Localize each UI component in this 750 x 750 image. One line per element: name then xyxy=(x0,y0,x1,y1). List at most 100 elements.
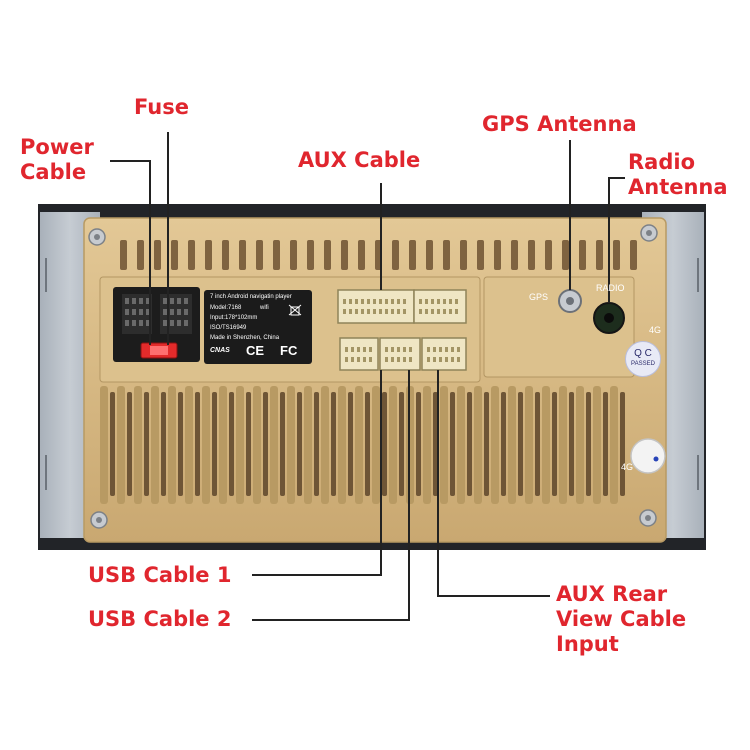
vent-slot xyxy=(620,392,625,496)
radio-port-label: RADIO xyxy=(596,283,625,293)
connector-pin xyxy=(391,357,394,362)
vent-slot xyxy=(586,392,591,496)
fuse xyxy=(140,342,178,359)
vent-slot xyxy=(358,240,365,270)
vent-rib xyxy=(474,386,482,504)
connector-pin xyxy=(125,309,129,315)
bottom-vent-slots xyxy=(100,386,625,504)
connector-pin xyxy=(373,309,376,314)
vent-slot xyxy=(229,392,234,496)
antenna-panel xyxy=(483,276,635,378)
connector-pin xyxy=(349,299,352,304)
power-cable-label: Power Cable xyxy=(20,135,94,184)
aux-rear-view-label: AUX Rear View Cable Input xyxy=(556,582,687,656)
connector-pin xyxy=(345,347,348,352)
connector-pin xyxy=(439,357,442,362)
vent-rib xyxy=(491,386,499,504)
connector-pin xyxy=(437,299,440,304)
vent-slot xyxy=(433,392,438,496)
connector-pin xyxy=(449,309,452,314)
vent-rib xyxy=(559,386,567,504)
connector-pin xyxy=(443,299,446,304)
vent-slot xyxy=(409,240,416,270)
vent-rib xyxy=(440,386,448,504)
connector-pin xyxy=(349,309,352,314)
vent-slot xyxy=(154,240,161,270)
vent-rib xyxy=(202,386,210,504)
vent-rib xyxy=(321,386,329,504)
vent-rib xyxy=(270,386,278,504)
vent-slot xyxy=(630,240,637,270)
connector-pin xyxy=(139,309,143,315)
vent-slot xyxy=(484,392,489,496)
vent-rib xyxy=(219,386,227,504)
sticker-line-1: 7 inch Android navigatin player xyxy=(210,294,292,300)
sticker-line-2: Model:7168 xyxy=(210,305,242,311)
connector-pin xyxy=(184,320,188,326)
connector-pin xyxy=(125,320,129,326)
vent-rib xyxy=(423,386,431,504)
vent-slot xyxy=(416,392,421,496)
connector-pin xyxy=(391,309,394,314)
vent-slot xyxy=(246,392,251,496)
vent-slot xyxy=(222,240,229,270)
radio-antenna-label: Radio Antenna xyxy=(628,150,728,199)
connector-pin xyxy=(170,298,174,304)
vent-slot xyxy=(137,240,144,270)
vent-rib xyxy=(236,386,244,504)
connector-pin xyxy=(439,347,442,352)
connector-pin xyxy=(363,357,366,362)
vent-slot xyxy=(501,392,506,496)
vent-slot xyxy=(603,392,608,496)
vent-slot xyxy=(579,240,586,270)
vent-rib xyxy=(525,386,533,504)
vent-slot xyxy=(239,240,246,270)
vent-slot xyxy=(467,392,472,496)
connector-pin xyxy=(132,309,136,315)
top-vent-slots xyxy=(120,240,637,270)
spec-sticker: 7 inch Android navigatin player Model:71… xyxy=(204,290,312,364)
connector-pin xyxy=(357,347,360,352)
vent-rib xyxy=(542,386,550,504)
cnas-mark: CNAS xyxy=(210,347,230,354)
fuse-label: Fuse xyxy=(134,95,189,119)
connector-pin xyxy=(132,298,136,304)
power-cable-leader xyxy=(110,160,151,345)
leader-lines xyxy=(110,132,625,621)
connector-pin xyxy=(455,299,458,304)
vent-rib xyxy=(185,386,193,504)
vent-slot xyxy=(569,392,574,496)
vent-slot xyxy=(596,240,603,270)
connector-pin xyxy=(367,299,370,304)
vent-slot xyxy=(613,240,620,270)
connector-pin xyxy=(397,357,400,362)
vent-slot xyxy=(188,240,195,270)
connector-pin xyxy=(361,309,364,314)
radio-jack xyxy=(593,302,625,334)
vent-slot xyxy=(178,392,183,496)
qc-top-text: Q C xyxy=(634,348,652,359)
screws xyxy=(88,224,658,529)
connector-pin xyxy=(139,320,143,326)
vent-slot xyxy=(348,392,353,496)
connector-pin xyxy=(363,347,366,352)
connector-pin xyxy=(445,357,448,362)
connector-pin xyxy=(431,309,434,314)
vent-rib xyxy=(117,386,125,504)
vent-rib xyxy=(355,386,363,504)
sticker-line-3: Input:178*102mm xyxy=(210,315,258,321)
connector-pin xyxy=(146,309,150,315)
connector-pin xyxy=(391,299,394,304)
connector-pin xyxy=(397,347,400,352)
connector-pin xyxy=(351,347,354,352)
connector-pin xyxy=(397,299,400,304)
vent-slot xyxy=(195,392,200,496)
connector-pin xyxy=(433,347,436,352)
connector-pin xyxy=(163,320,167,326)
vent-slot xyxy=(382,392,387,496)
vent-slot xyxy=(426,240,433,270)
connector-pin xyxy=(367,309,370,314)
vent-rib xyxy=(508,386,516,504)
connector-pin xyxy=(351,357,354,362)
connector-pin xyxy=(177,309,181,315)
